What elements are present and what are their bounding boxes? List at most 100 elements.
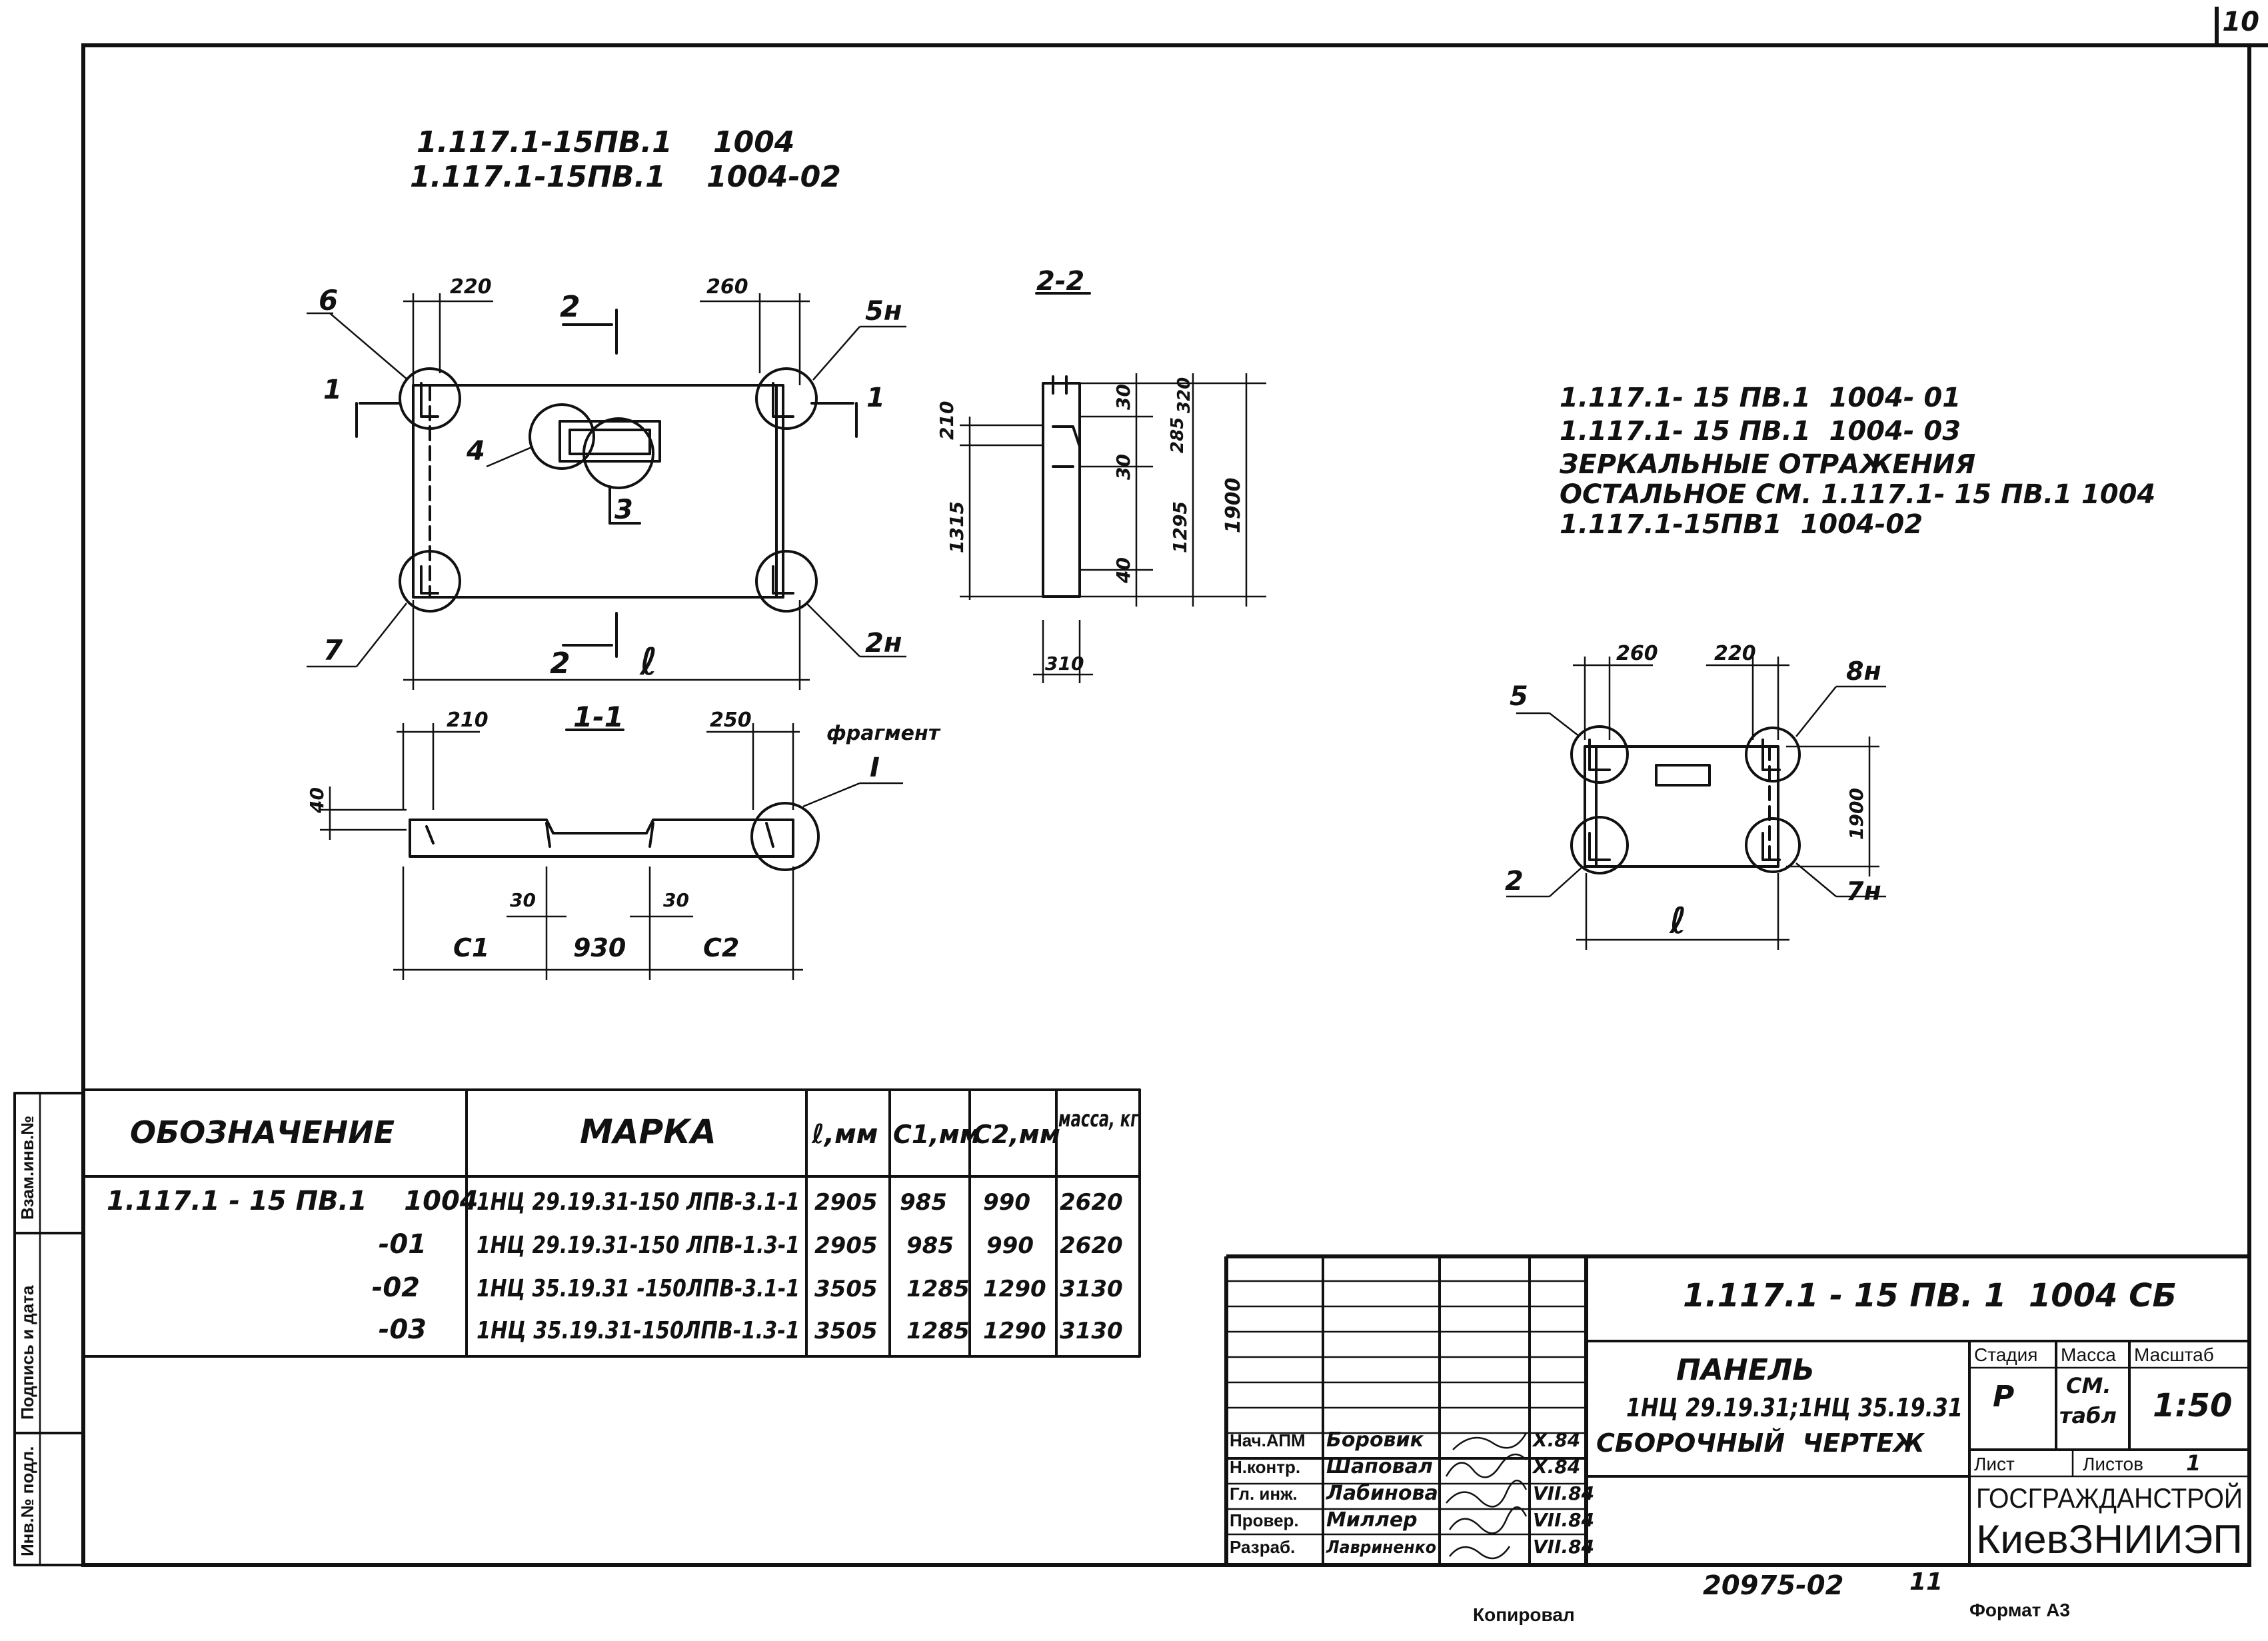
scale-value: 1:50 bbox=[2153, 1387, 2232, 1424]
plan-cut-right: 1 bbox=[866, 383, 885, 413]
mirror-plan bbox=[1506, 657, 1886, 950]
staff-signature bbox=[1445, 1453, 1527, 1478]
row-c1: 1285 bbox=[906, 1318, 970, 1344]
org-name-1: ГОСГРАЖДАНСТРОЙ bbox=[1976, 1482, 2243, 1514]
section-2-2-title: 2-2 bbox=[1036, 266, 1084, 297]
row-l: 3505 bbox=[814, 1276, 878, 1302]
section-1-1-title: 1-1 bbox=[573, 701, 624, 733]
plan-dim-220: 220 bbox=[450, 275, 492, 299]
staff-row: Разраб. Лавриненко VII.84 bbox=[1230, 1536, 1594, 1560]
staff-signature bbox=[1452, 1432, 1528, 1450]
title-block-grid bbox=[1224, 1254, 2251, 1566]
s22-dim-1900: 1900 bbox=[1222, 478, 1245, 534]
title-block-name-2: 1НЦ 29.19.31;1НЦ 35.19.31 bbox=[1626, 1393, 1963, 1422]
staff-rows: Нач.АПМ Боровик Х.84 Н.контр. Шаповал Х.… bbox=[1230, 1428, 1594, 1560]
row-mass: 3130 bbox=[1060, 1318, 1123, 1344]
s22-dim-310: 310 bbox=[1045, 653, 1084, 675]
mirror-note-line-2: 1.117.1- 15 ПВ.1 1004- 03 bbox=[1560, 416, 1961, 447]
section-2-2 bbox=[960, 292, 1266, 683]
table-row: -02 1НЦ 35.19.31 -150ЛПВ-3.1-1 3505 1285… bbox=[372, 1272, 1123, 1303]
staff-name: Шаповал bbox=[1326, 1455, 1433, 1478]
mass-value-1: СМ. bbox=[2066, 1373, 2111, 1398]
mass-label: Масса bbox=[2061, 1344, 2116, 1365]
plan-view bbox=[307, 293, 906, 690]
spec-header-mass: масса, кг bbox=[1058, 1106, 1139, 1132]
staff-row: Н.контр. Шаповал Х.84 bbox=[1230, 1453, 1580, 1478]
row-c2: 990 bbox=[983, 1189, 1030, 1216]
node-label-5n: 5н bbox=[865, 296, 902, 327]
stage-label: Стадия bbox=[1974, 1344, 2037, 1365]
mirror-note-line-4: ОСТАЛЬНОЕ СМ. 1.117.1- 15 ПВ.1 1004 bbox=[1560, 479, 2155, 510]
plan-length-l: ℓ bbox=[639, 641, 657, 684]
row-mark: 1НЦ 29.19.31-150 ЛПВ-3.1-1 bbox=[477, 1188, 800, 1216]
row-l: 3505 bbox=[814, 1318, 878, 1344]
staff-role: Гл. инж. bbox=[1230, 1484, 1298, 1504]
mirror-dim-220: 220 bbox=[1714, 642, 1756, 665]
title-block-code: 1.117.1 - 15 ПВ. 1 1004 СБ bbox=[1683, 1277, 2177, 1314]
node-label-2n: 2н bbox=[865, 628, 902, 659]
staff-role: Нач.АПМ bbox=[1230, 1430, 1306, 1450]
mirror-length-l: ℓ bbox=[1669, 900, 1686, 942]
table-row: -01 1НЦ 29.19.31-150 ЛПВ-1.3-1 2905 985 … bbox=[379, 1229, 1123, 1260]
row-mass: 2620 bbox=[1060, 1189, 1123, 1216]
sheet-frame bbox=[81, 7, 2268, 1567]
row-c2: 990 bbox=[986, 1232, 1034, 1259]
scale-label: Масштаб bbox=[2134, 1344, 2214, 1365]
page-number: 10 bbox=[2222, 7, 2259, 37]
row-mark: 1НЦ 35.19.31 -150ЛПВ-3.1-1 bbox=[477, 1275, 800, 1302]
row-designation: 1.117.1 - 15 ПВ.1 1004 bbox=[107, 1186, 479, 1216]
spec-header-mark: МАРКА bbox=[580, 1112, 716, 1151]
sheet-label: Лист bbox=[1974, 1454, 2015, 1474]
row-c1: 985 bbox=[906, 1232, 954, 1259]
staff-signature bbox=[1449, 1546, 1511, 1560]
mass-value-2: табл bbox=[2059, 1403, 2117, 1428]
header-code-2: 1.117.1-15ПВ.1 1004-02 bbox=[410, 160, 841, 194]
staff-signature bbox=[1448, 1506, 1528, 1534]
row-c1: 985 bbox=[900, 1189, 947, 1216]
mirror-dim-1900: 1900 bbox=[1845, 788, 1867, 840]
table-row: -03 1НЦ 35.19.31-150ЛПВ-1.3-1 3505 1285 … bbox=[379, 1314, 1123, 1345]
staff-role: Провер. bbox=[1230, 1510, 1299, 1530]
s11-dim-250: 250 bbox=[710, 709, 752, 732]
mirror-node-2: 2 bbox=[1505, 866, 1524, 896]
s11-dim-40: 40 bbox=[306, 787, 328, 814]
row-designation: -02 bbox=[372, 1272, 420, 1303]
s22-dim-1315: 1315 bbox=[946, 501, 968, 553]
row-mass: 3130 bbox=[1060, 1276, 1123, 1302]
stage-value: Р bbox=[1993, 1380, 2014, 1414]
title-block-name-1: ПАНЕЛЬ bbox=[1676, 1353, 1815, 1387]
staff-name: Миллер bbox=[1326, 1508, 1418, 1532]
s22-dim-285: 285 bbox=[1168, 417, 1188, 453]
staff-name: Лабинова bbox=[1326, 1482, 1438, 1505]
org-name-2: КиевЗНИИЭП bbox=[1976, 1517, 2243, 1562]
row-l: 2905 bbox=[814, 1189, 878, 1216]
s11-dim-30b: 30 bbox=[663, 889, 689, 911]
staff-signature bbox=[1446, 1480, 1528, 1508]
row-c1: 1285 bbox=[906, 1276, 970, 1302]
s22-dim-40: 40 bbox=[1112, 557, 1134, 584]
sheets-label: Листов bbox=[2083, 1454, 2143, 1474]
spec-header-designation: ОБОЗНАЧЕНИЕ bbox=[130, 1114, 395, 1150]
row-mark: 1НЦ 29.19.31-150 ЛПВ-1.3-1 bbox=[477, 1232, 800, 1259]
spec-header-c2: C2,мм bbox=[973, 1120, 1060, 1149]
mirror-node-7n: 7н bbox=[1846, 876, 1881, 906]
header-code-1: 1.117.1-15ПВ.1 1004 bbox=[417, 125, 794, 159]
mirror-node-8n: 8н bbox=[1846, 657, 1881, 686]
title-block-name-3: СБОРОЧНЫЙ ЧЕРТЕЖ bbox=[1596, 1428, 1925, 1458]
mirror-note-line-5: 1.117.1-15ПВ1 1004-02 bbox=[1560, 509, 1923, 540]
side-stamp-signature-date: Подпись и дата bbox=[17, 1285, 37, 1420]
side-stamp-original-inv: Инв.№ подл. bbox=[17, 1446, 37, 1556]
staff-role: Н.контр. bbox=[1230, 1457, 1300, 1477]
side-stamp bbox=[13, 1092, 85, 1566]
spec-header-l: ℓ,мм bbox=[811, 1119, 878, 1150]
plan-section-mark-top: 2 bbox=[560, 290, 580, 324]
staff-name: Боровик bbox=[1326, 1428, 1424, 1452]
staff-row: Провер. Миллер VII.84 bbox=[1230, 1506, 1594, 1534]
s11-dim-c2: C2 bbox=[703, 933, 739, 962]
spec-rows: 1.117.1 - 15 ПВ.1 1004 1НЦ 29.19.31-150 … bbox=[107, 1186, 1123, 1345]
row-c2: 1290 bbox=[983, 1276, 1046, 1302]
staff-date: Х.84 bbox=[1532, 1456, 1580, 1478]
row-mark: 1НЦ 35.19.31-150ЛПВ-1.3-1 bbox=[477, 1317, 800, 1344]
spec-header-c1: C1,мм bbox=[893, 1120, 980, 1149]
